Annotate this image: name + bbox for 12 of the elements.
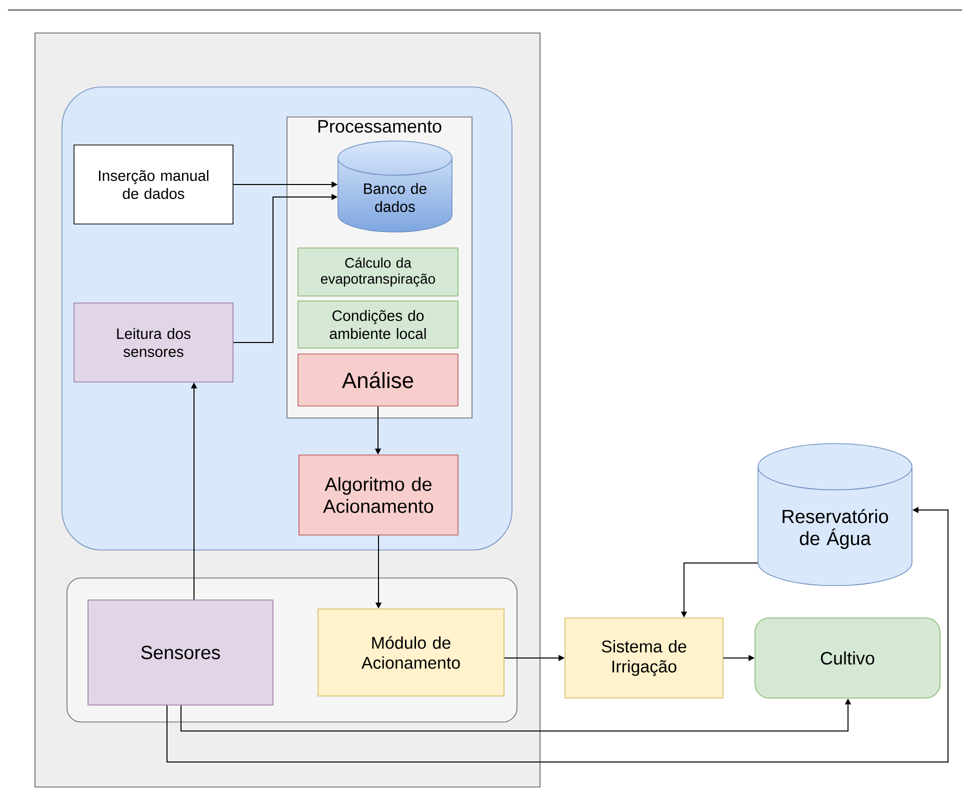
process-box: Sensores [88,600,274,706]
process-box: Condições do ambiente local [298,300,458,348]
process-box: Sistema de Irrigação [564,618,724,698]
process-box: Algoritmo de Acionamento [298,454,458,536]
process-box: Módulo de Acionamento [318,608,504,696]
process-box: Cálculo da evapotranspiração [298,248,458,296]
process-box: Análise [298,354,458,406]
database-cylinder: Banco de dados [338,140,452,232]
process-box: Leitura dos sensores [74,302,234,382]
rounded-box: Cultivo [754,618,940,698]
input-box: Inserção manual de dados [74,144,234,224]
water-tank-cylinder: Reservatório de Água [758,443,912,586]
